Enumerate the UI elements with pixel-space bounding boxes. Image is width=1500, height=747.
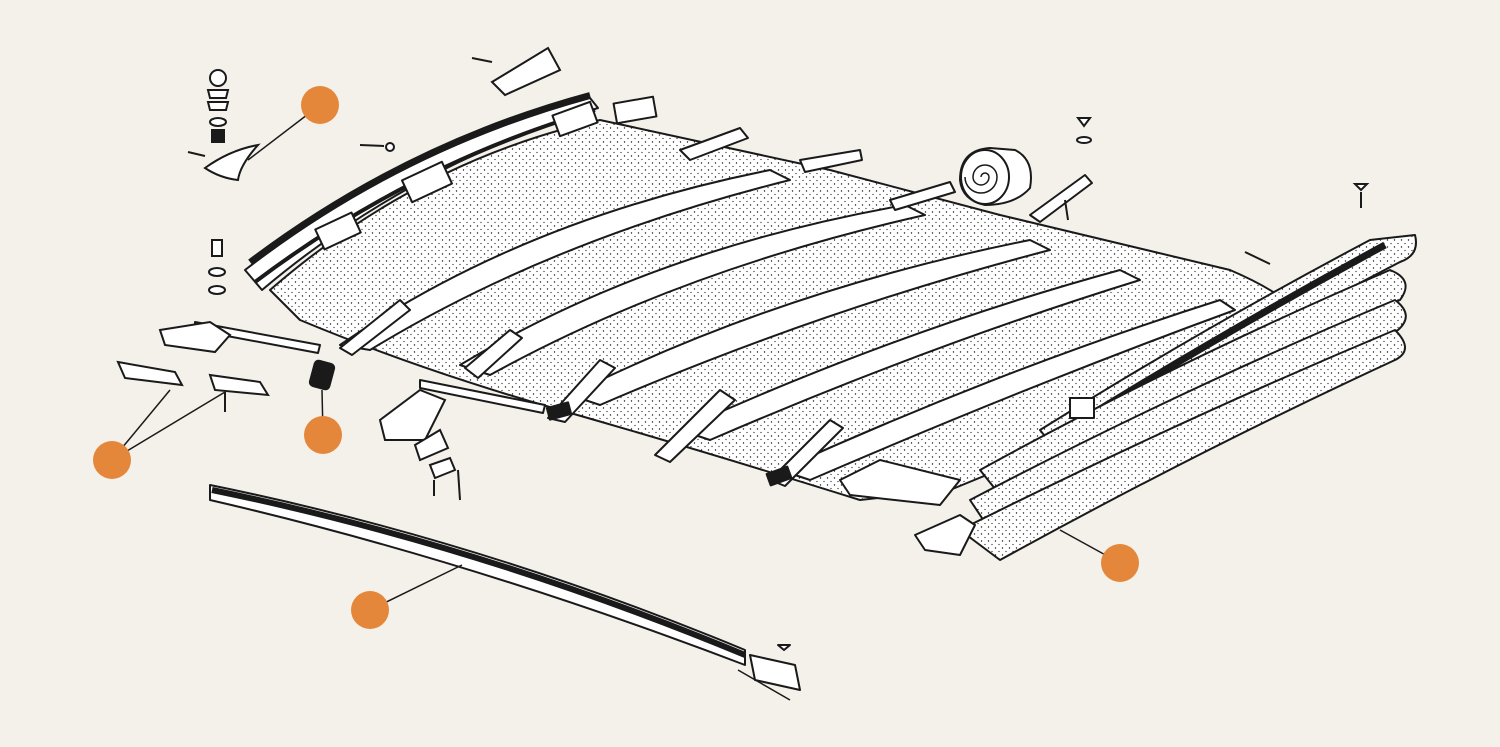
hotspot-rear-seal-rail[interactable] [351, 591, 389, 629]
rear-folding-frame [914, 234, 1417, 561]
front-header-rail [244, 92, 658, 291]
hotspots [93, 86, 1139, 629]
canvas-roll [958, 146, 1032, 207]
soft-top-canvas [269, 119, 1311, 506]
hotspot-guide-pads[interactable] [93, 441, 131, 479]
roof-bows [194, 127, 1093, 487]
hood-catch-lever [187, 69, 261, 182]
hotspot-rubber-buffer[interactable] [304, 416, 342, 454]
rear-rail-seal [209, 484, 801, 701]
hotspot-folded-hood[interactable] [1101, 544, 1139, 582]
hotspot-catch-lever[interactable] [301, 86, 339, 124]
bow-guide-brackets [116, 46, 1370, 501]
